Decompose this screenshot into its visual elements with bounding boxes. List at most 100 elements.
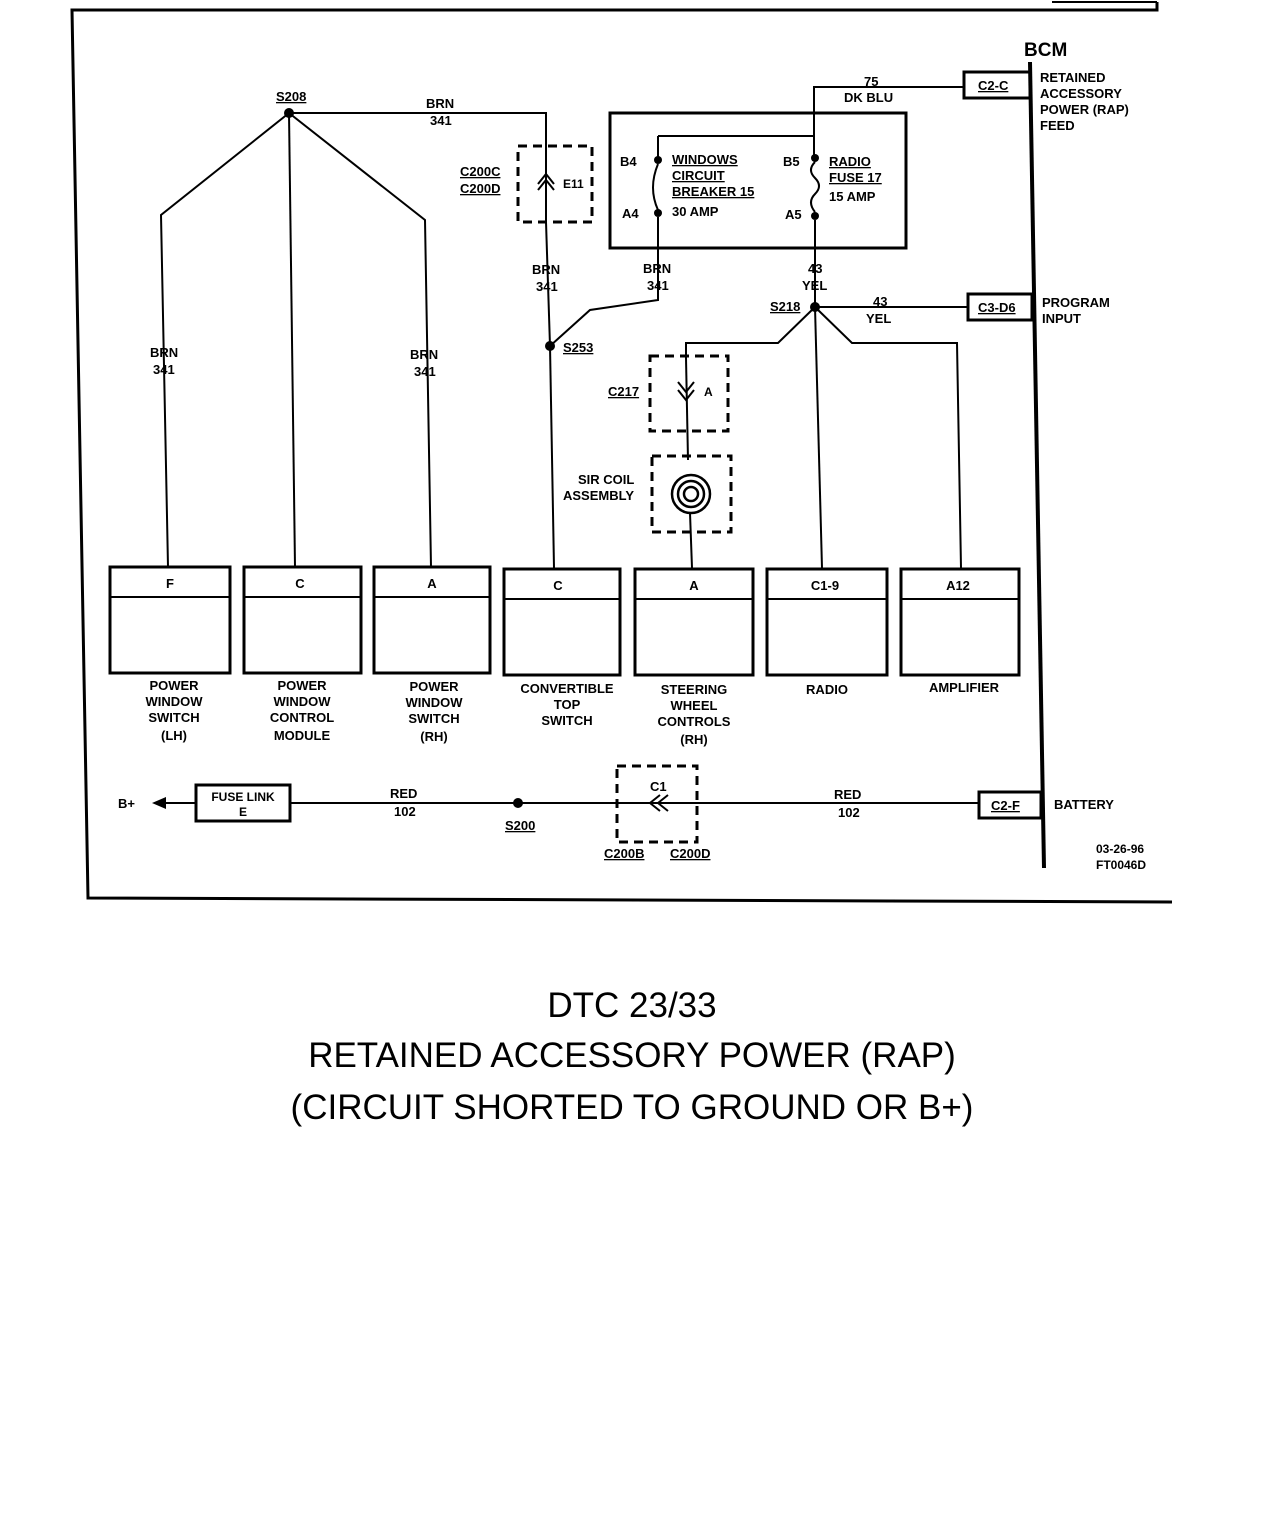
module-name-1: STEERING (661, 682, 727, 697)
module-name-2: TOP (554, 697, 581, 712)
connector-c217-label: C217 (608, 384, 639, 399)
module-name-2: WINDOW (273, 694, 331, 709)
wire-s208-to-lh-switch (159, 112, 290, 568)
cb-pin-b4-dot (654, 156, 662, 164)
sir-coil-icon-ring-3 (682, 485, 700, 503)
splice-s218-label: S218 (770, 299, 800, 314)
wire-cb-341: 341 (647, 278, 669, 293)
connector-c200d-label: C200D (460, 181, 500, 196)
fuse-label-2: FUSE 17 (829, 170, 882, 185)
wire-rh-brn: BRN (410, 347, 438, 362)
splice-s200-label: S200 (505, 818, 535, 833)
module-name-1: AMPLIFIER (929, 680, 1000, 695)
module-amplifier: A12 AMPLIFIER (899, 567, 1021, 695)
module-pin: C (295, 576, 305, 591)
module-steering-wheel-controls-rh: A STEERING WHEEL CONTROLS (RH) (633, 567, 755, 747)
bcm-rap-feed-label-4: FEED (1040, 118, 1075, 133)
wire-e11-brn: BRN (532, 262, 560, 277)
module-name-1: CONVERTIBLE (520, 681, 614, 696)
module-power-window-switch-lh: F POWER WINDOW SWITCH (LH) (108, 565, 232, 743)
wire-s218-to-c217 (685, 306, 816, 358)
module-name-3: CONTROL (270, 710, 334, 725)
module-name-1: RADIO (806, 682, 848, 697)
wire-fuse-43: 43 (808, 261, 822, 276)
wire-battery-102-left: 102 (394, 804, 416, 819)
connector-c2-f (977, 790, 1043, 820)
wire-s253-to-conv-switch (549, 345, 555, 569)
module-box (765, 567, 889, 677)
wire-lh-341: 341 (153, 362, 175, 377)
caption-dtc: DTC 23/33 (547, 986, 717, 1025)
caption-title: RETAINED ACCESSORY POWER (RAP) (308, 1036, 956, 1075)
module-box (242, 565, 363, 675)
arrow-left-icon (152, 797, 166, 809)
wire-75-dk-blu (813, 86, 964, 156)
module-name-3: CONTROLS (658, 714, 731, 729)
wire-s208-to-pw-module (288, 112, 296, 568)
module-name-2: WINDOW (405, 695, 463, 710)
wire-battery-102-right: 102 (838, 805, 860, 820)
wire-s218-to-radio (814, 306, 823, 569)
module-name-1: POWER (409, 679, 459, 694)
module-name-1: POWER (277, 678, 327, 693)
module-pin: F (166, 576, 174, 591)
fuse-symbol (810, 161, 820, 213)
wire-s208-341: 341 (430, 113, 452, 128)
bcm-battery-label: BATTERY (1054, 797, 1114, 812)
fuse-label-1: RADIO (829, 154, 871, 169)
connector-c217-pin: A (704, 385, 713, 399)
bcm-title: BCM (1024, 40, 1067, 61)
connector-c2-c-label: C2-C (978, 78, 1009, 93)
connector-e11-dashed (516, 144, 594, 224)
fuse-label-3: 15 AMP (829, 189, 876, 204)
cb-label-3: BREAKER 15 (672, 184, 754, 199)
wire-s208-to-e11 (289, 112, 547, 146)
wire-prog-yel: YEL (866, 311, 891, 326)
connector-c2-c (962, 70, 1032, 100)
bplus-label: B+ (118, 796, 135, 811)
sir-coil-wire (689, 512, 693, 569)
module-radio: C1-9 RADIO (765, 567, 889, 697)
connector-c1-symbol (648, 794, 669, 812)
sir-coil-label-2: ASSEMBLY (563, 488, 634, 503)
module-box (502, 567, 622, 677)
module-convertible-top-switch: C CONVERTIBLE TOP SWITCH (502, 567, 622, 728)
figure-date: 03-26-96 (1096, 842, 1144, 856)
sir-coil-dashed (650, 454, 733, 534)
connector-c200b-label: C200B (604, 846, 644, 861)
wire-s208-to-rh-switch (288, 112, 432, 568)
module-box (899, 567, 1021, 677)
wire-fuse-yel: YEL (802, 278, 827, 293)
module-name-3: SWITCH (541, 713, 592, 728)
module-name-2: WHEEL (671, 698, 718, 713)
wire-battery-red-left: RED (390, 786, 417, 801)
connector-c217-wire (685, 357, 689, 461)
module-pin: C (553, 578, 563, 593)
cb-pin-a4-dot (654, 209, 662, 217)
sir-coil-icon-ring-2 (676, 479, 706, 509)
wire-75-number: 75 (864, 74, 878, 89)
wire-cb-to-s253 (549, 217, 659, 347)
cb-label-1: WINDOWS (672, 152, 738, 167)
module-pin: A12 (946, 578, 970, 593)
wire-e11-341: 341 (536, 279, 558, 294)
module-name-4: (LH) (161, 728, 187, 743)
splice-s208-label: S208 (276, 89, 306, 104)
connector-c1-label: C1 (650, 779, 667, 794)
splice-s253-label: S253 (563, 340, 593, 355)
bcm-program-input-label-1: PROGRAM (1042, 295, 1110, 310)
wire-s208-brn: BRN (426, 96, 454, 111)
module-box (372, 565, 492, 675)
module-name-4: (RH) (420, 729, 447, 744)
module-box (108, 565, 232, 675)
module-name-3: SWITCH (148, 710, 199, 725)
fuse-link-label-2: E (239, 805, 247, 819)
wire-prog-43: 43 (873, 294, 887, 309)
module-name-3: SWITCH (408, 711, 459, 726)
wire-lh-brn: BRN (150, 345, 178, 360)
wire-battery-red-right: RED (834, 787, 861, 802)
module-pin: A (689, 578, 699, 593)
fuse-pin-b5: B5 (783, 154, 800, 169)
bcm-rap-feed-label-2: ACCESSORY (1040, 86, 1122, 101)
